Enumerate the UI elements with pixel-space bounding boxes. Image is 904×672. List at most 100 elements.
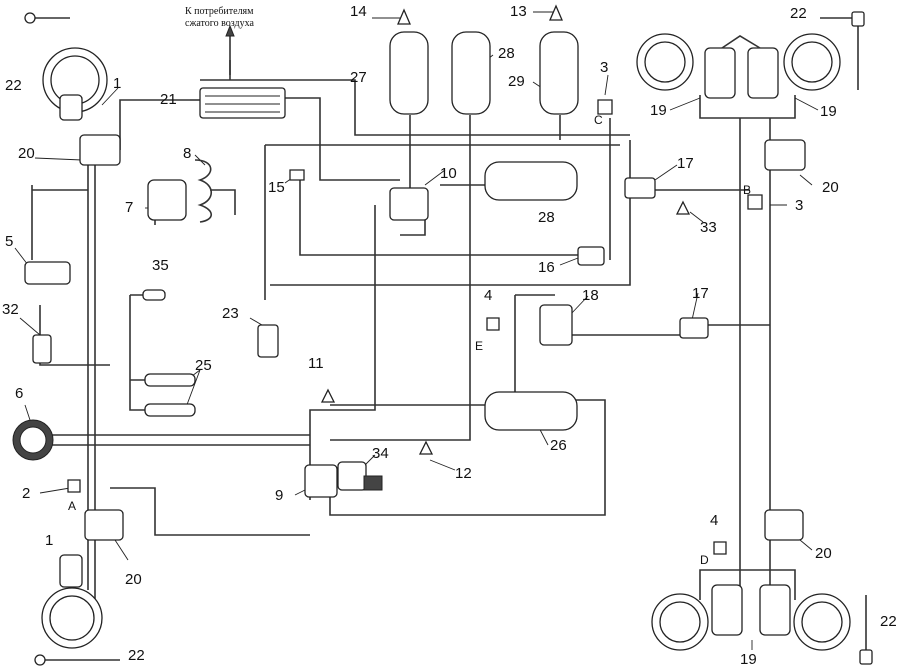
callout-4-bottom: 4 bbox=[710, 512, 718, 529]
callout-2: 2 bbox=[22, 485, 30, 502]
callout-14: 14 bbox=[350, 3, 367, 20]
brake-chambers-19-top bbox=[704, 35, 779, 99]
callout-25: 25 bbox=[195, 357, 212, 374]
callout-29: 29 bbox=[508, 73, 525, 90]
callout-1-top: 1 bbox=[113, 75, 121, 92]
callout-22-top-right: 22 bbox=[790, 5, 807, 22]
callout-34: 34 bbox=[372, 445, 389, 462]
air-consumers-arrow bbox=[225, 24, 235, 75]
callout-3-right: 3 bbox=[795, 197, 803, 214]
valve-18 bbox=[539, 304, 573, 346]
cooling-coil-8 bbox=[194, 159, 213, 223]
tank-28-top bbox=[451, 31, 491, 115]
callout-19-top-right: 19 bbox=[820, 103, 837, 120]
fitting-11 bbox=[320, 388, 336, 403]
valve-block-21 bbox=[199, 87, 286, 119]
tank-28-middle bbox=[484, 161, 578, 201]
callout-18: 18 bbox=[582, 287, 599, 304]
valve-20-bottom-left bbox=[84, 509, 124, 541]
callout-4-middle: 4 bbox=[484, 287, 492, 304]
callout-19-top-left: 19 bbox=[650, 102, 667, 119]
callout-16: 16 bbox=[538, 259, 555, 276]
callout-20-left: 20 bbox=[18, 145, 35, 162]
drain-13 bbox=[549, 4, 563, 21]
fitting-12 bbox=[418, 440, 434, 455]
callout-20-bottom-left: 20 bbox=[125, 571, 142, 588]
unit-32 bbox=[32, 334, 52, 364]
brake-drum-top-left bbox=[42, 47, 108, 121]
valve-3-right bbox=[747, 194, 763, 210]
brake-drum-top-right-a bbox=[636, 33, 694, 91]
point-c: C bbox=[594, 113, 603, 127]
valve-15 bbox=[289, 169, 305, 181]
fitting-33 bbox=[675, 200, 691, 215]
tank-29 bbox=[539, 31, 579, 115]
callout-22-top-left: 22 bbox=[5, 77, 22, 94]
callout-15: 15 bbox=[268, 179, 285, 196]
brake-drum-bottom-right-b bbox=[793, 593, 851, 651]
callout-20-right: 20 bbox=[822, 179, 839, 196]
point-a: A bbox=[68, 499, 76, 513]
callout-28-top: 28 bbox=[498, 45, 515, 62]
brake-drum-bottom-right-a bbox=[651, 593, 709, 651]
callout-11: 11 bbox=[308, 355, 324, 372]
callout-35: 35 bbox=[152, 257, 169, 274]
callout-20-bottom-right: 20 bbox=[815, 545, 832, 562]
valve-34 bbox=[337, 461, 383, 491]
brake-drum-bottom-left bbox=[41, 554, 103, 649]
valve-16 bbox=[577, 246, 605, 266]
cylinders-25 bbox=[144, 373, 196, 417]
callout-21: 21 bbox=[160, 91, 177, 108]
brake-chambers-19-bottom bbox=[711, 584, 791, 636]
valve-4-bottom bbox=[713, 541, 727, 555]
valve-3-top bbox=[597, 99, 613, 115]
brake-drum-top-right-b bbox=[783, 33, 841, 91]
point-e: E bbox=[475, 339, 483, 353]
callout-7: 7 bbox=[125, 199, 133, 216]
sensor-22-bl bbox=[34, 654, 120, 666]
callout-6: 6 bbox=[15, 385, 23, 402]
callout-26: 26 bbox=[550, 437, 567, 454]
valve-20-top-left bbox=[79, 134, 121, 166]
callout-12: 12 bbox=[455, 465, 472, 482]
callout-13: 13 bbox=[510, 3, 527, 20]
pressure-regulator-5 bbox=[24, 261, 71, 285]
callout-33: 33 bbox=[700, 219, 717, 236]
callout-19-bottom: 19 bbox=[740, 651, 757, 668]
valve-20-bottom-right bbox=[764, 509, 804, 541]
tank-27 bbox=[389, 31, 429, 115]
callout-1-bottom: 1 bbox=[45, 532, 53, 549]
callout-5: 5 bbox=[5, 233, 13, 250]
caption-line-2: сжатого воздуха bbox=[185, 18, 254, 29]
valve-2 bbox=[67, 479, 81, 493]
sensor-35 bbox=[142, 289, 166, 301]
caption-line-1: К потребителям bbox=[185, 6, 254, 17]
tank-26 bbox=[484, 391, 578, 431]
sensor-22-tr bbox=[820, 11, 865, 90]
callout-9: 9 bbox=[275, 487, 283, 504]
callout-27: 27 bbox=[350, 69, 367, 86]
valve-20-right bbox=[764, 139, 806, 171]
unit-23 bbox=[257, 324, 279, 358]
valve-17-top bbox=[624, 177, 656, 199]
callout-22-bottom-right: 22 bbox=[880, 613, 897, 630]
point-b: B bbox=[743, 183, 751, 197]
callout-22-bottom-left: 22 bbox=[128, 647, 145, 664]
valve-10 bbox=[389, 187, 429, 221]
pressure-gauge-6 bbox=[12, 419, 54, 461]
callout-32: 32 bbox=[2, 301, 19, 318]
valve-4-middle bbox=[486, 317, 500, 331]
compressor-7 bbox=[147, 179, 187, 221]
sensor-22-tl bbox=[24, 12, 70, 24]
callout-3-top: 3 bbox=[600, 59, 608, 76]
sensor-22-br bbox=[859, 595, 873, 665]
point-d: D bbox=[700, 553, 709, 567]
callout-23: 23 bbox=[222, 305, 239, 322]
callout-28-middle: 28 bbox=[538, 209, 555, 226]
callout-17-middle: 17 bbox=[692, 285, 709, 302]
valve-17-middle bbox=[679, 317, 709, 339]
callout-17-top: 17 bbox=[677, 155, 694, 172]
callout-10: 10 bbox=[440, 165, 457, 182]
